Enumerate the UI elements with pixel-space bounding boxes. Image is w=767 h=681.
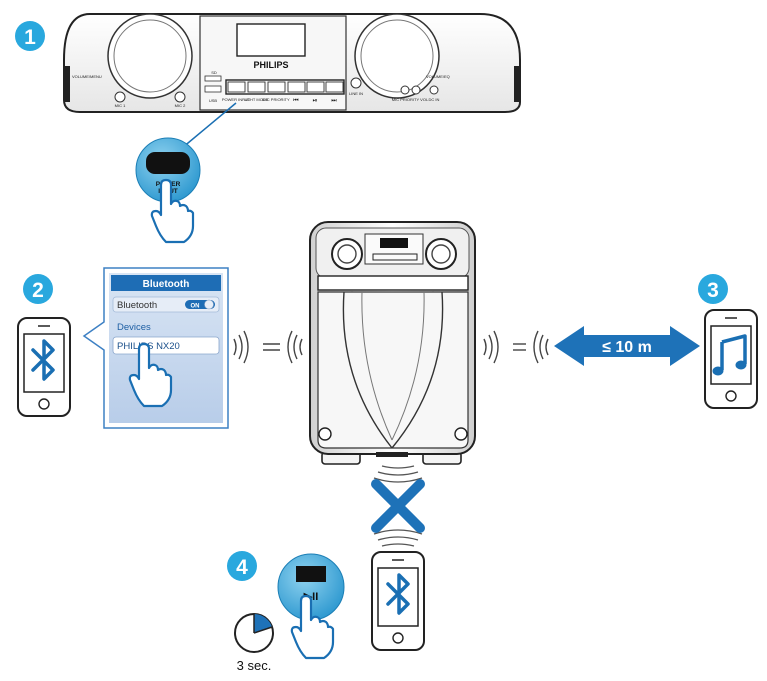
step-1-number: 1	[24, 26, 36, 49]
play-pause-button[interactable]	[306, 81, 325, 93]
bluetooth-icon	[31, 339, 55, 381]
right-speaker	[354, 13, 440, 99]
play-pause-button-shape	[296, 566, 326, 582]
line-in-jack	[350, 77, 362, 89]
callout-leader-line	[181, 102, 237, 149]
display-screen	[236, 23, 306, 57]
portable-speaker	[309, 221, 476, 465]
mic-priority-button[interactable]	[267, 81, 286, 93]
step-3-badge: 3	[698, 274, 728, 304]
power-button-shape	[146, 152, 190, 174]
main-unit-buttons: POWER INPUT LIGHT MODE MIC PRIORITY ⏮ ⏯ …	[222, 81, 344, 104]
mic1-label: MIC 1	[115, 103, 126, 108]
main-unit-brand: PHILIPS	[253, 60, 288, 70]
button-label-mic-priority: MIC PRIORITY	[262, 97, 290, 102]
step-2-number: 2	[32, 279, 44, 302]
speaker-display	[380, 238, 408, 248]
signal-waves-right	[483, 330, 549, 364]
step-4-number: 4	[236, 556, 248, 579]
step-3-number: 3	[707, 279, 719, 302]
cross-icon	[371, 479, 425, 533]
usb-label: USB	[209, 98, 218, 103]
range-arrow: ≤ 10 m	[554, 326, 700, 366]
main-unit: PHILIPS SD USB POWER INPUT LIGHT MODE MI…	[63, 13, 521, 113]
bluetooth-toggle-switch[interactable]: ON	[185, 299, 215, 310]
previous-button[interactable]	[287, 81, 306, 93]
volume-menu-label: VOLUME/MENU	[72, 74, 102, 79]
timer-duration-label: 3 sec.	[237, 658, 272, 673]
button-label-play-pause: ⏯	[313, 98, 318, 104]
bluetooth-icon	[386, 573, 410, 615]
right-phone	[704, 309, 758, 409]
mic-priority-vol-label: MIC PRIORITY VOL	[392, 97, 429, 102]
devices-section-label: Devices	[117, 322, 151, 333]
power-input-button[interactable]	[227, 81, 246, 93]
next-button[interactable]	[325, 81, 344, 93]
music-note-icon	[712, 334, 747, 376]
play-pause-callout: ▶II	[277, 553, 345, 660]
step-1-badge: 1	[15, 21, 45, 51]
signal-waves-left	[233, 330, 303, 364]
light-mode-button[interactable]	[247, 81, 266, 93]
button-label-next: ⏭	[331, 98, 337, 104]
bluetooth-toggle-label: Bluetooth	[117, 300, 157, 311]
button-label-light-mode: LIGHT MODE	[244, 97, 269, 102]
sd-label: SD	[211, 70, 217, 75]
button-label-power-input: POWER INPUT	[222, 97, 251, 102]
usb-slot	[204, 85, 222, 93]
dc-in-jack	[429, 85, 439, 95]
power-input-callout: POWER INPUT	[135, 137, 201, 244]
button-label-previous: ⏮	[293, 98, 299, 104]
bluetooth-panel-title: Bluetooth	[143, 279, 190, 290]
bluetooth-toggle-state: ON	[191, 304, 200, 310]
mic1-jack	[114, 91, 126, 103]
dc-in-label: DC IN	[429, 97, 440, 102]
signal-waves-bottom	[373, 465, 423, 547]
bottom-phone	[371, 551, 425, 651]
line-in-label: LINE IN	[349, 91, 363, 96]
step-4-badge: 4	[227, 551, 257, 581]
pointing-hand-icon	[128, 342, 173, 408]
bluetooth-settings-panel: Bluetooth Bluetooth ON Devices PHILIPS N…	[82, 267, 229, 429]
volume-eq-label: VOLUME/EQ	[426, 74, 450, 79]
pointing-hand-icon	[290, 594, 335, 660]
mic2-label: MIC 2	[175, 103, 186, 108]
bluetooth-panel-header	[111, 275, 221, 291]
left-phone	[17, 317, 71, 417]
left-speaker	[107, 13, 193, 99]
pointing-hand-icon	[150, 178, 195, 244]
range-label: ≤ 10 m	[602, 339, 652, 356]
sd-slot	[204, 75, 222, 82]
step-2-badge: 2	[23, 274, 53, 304]
mic2-jack	[174, 91, 186, 103]
timer-icon	[234, 613, 274, 653]
